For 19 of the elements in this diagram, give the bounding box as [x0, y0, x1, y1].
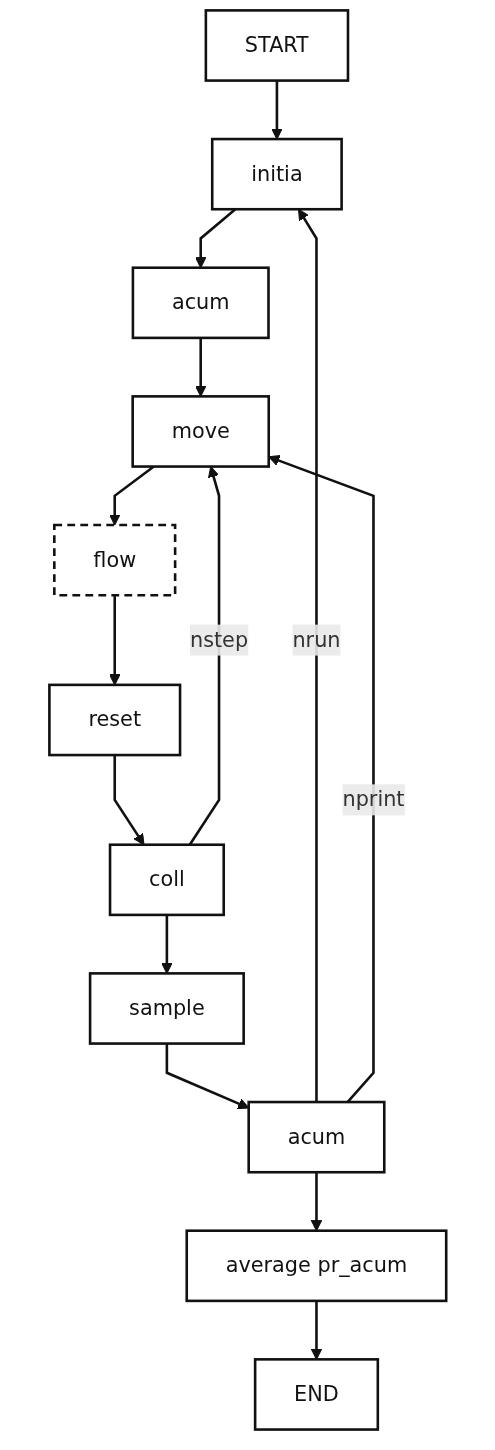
- arrow: [270, 80, 283, 140]
- node-box: START: [204, 9, 349, 82]
- arrow: [194, 337, 207, 397]
- node-box: move: [131, 395, 270, 468]
- edge-label: nrun: [292, 627, 341, 652]
- node-box: flow: [52, 523, 177, 597]
- node-box: initia: [210, 137, 343, 211]
- edge-label: nprint: [342, 786, 405, 812]
- edge-label: nstep: [189, 627, 248, 652]
- node-box: acum: [247, 1100, 386, 1174]
- node-box: coll: [108, 843, 225, 917]
- arrow: [165, 1043, 249, 1110]
- arrow: [160, 914, 173, 974]
- node-box: average pr_acum: [185, 1229, 448, 1303]
- arrow: [310, 1300, 322, 1360]
- node-box: acum: [131, 266, 270, 340]
- node-box: END: [253, 1358, 379, 1431]
- node-box: sample: [88, 972, 245, 1045]
- node-box: reset: [47, 683, 182, 757]
